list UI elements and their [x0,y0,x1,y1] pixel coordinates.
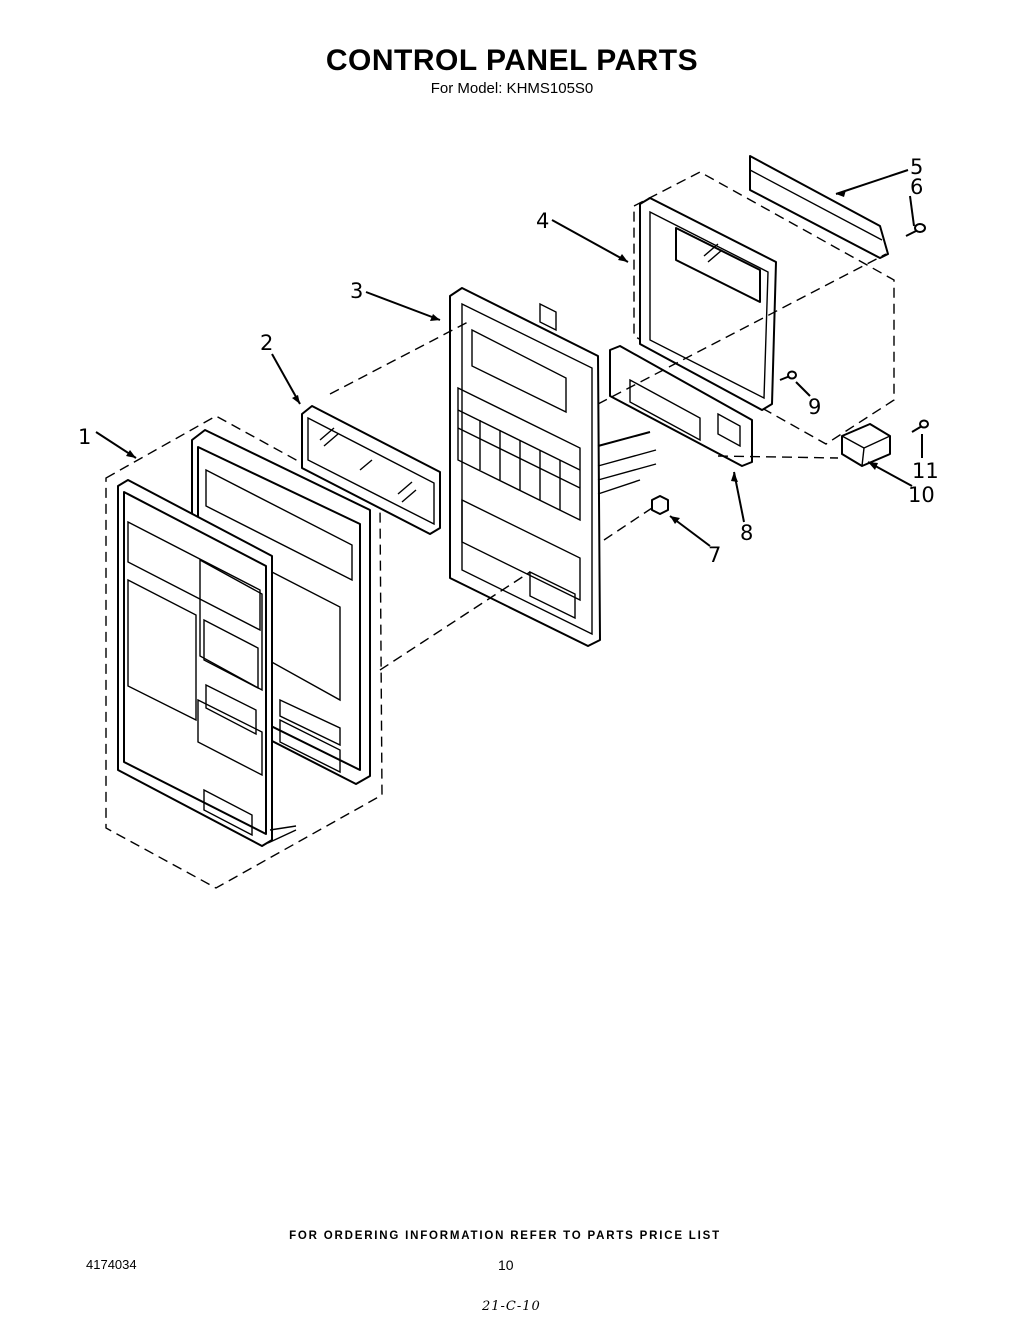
callout-6: 6 [910,175,923,199]
part-4-control-board [633,171,895,445]
callout-labels: 1 2 3 4 5 6 7 8 9 10 11 [78,155,939,567]
alignment-lines [329,253,887,671]
part-3-control-housing [449,287,657,647]
part-1-control-panel-frame [105,415,383,889]
model-subtitle: For Model: KHMS105S0 [430,80,594,97]
callout-1: 1 [78,425,91,449]
page-number: 10 [498,1257,514,1273]
ordering-note: FOR ORDERING INFORMATION REFER TO PARTS … [289,1230,721,1242]
callout-4: 4 [536,209,549,233]
part-8-mounting-bracket [609,345,753,467]
callout-9: 9 [808,395,821,419]
part-2-window-glass [301,405,441,535]
part-11-screw [911,419,929,433]
callout-8: 8 [740,521,753,545]
callout-7: 7 [708,543,721,567]
callout-5: 5 [910,155,923,179]
leader-lines [95,169,923,547]
handwritten-note: 21-C-10 [482,1299,541,1314]
part-6-screw [905,223,926,237]
part-7-nut [651,495,669,515]
callout-11: 11 [912,459,939,483]
document-number: 4174034 [86,1257,137,1272]
part-5-bracket [749,155,889,259]
callout-2: 2 [260,331,273,355]
part-9-screw [779,370,797,381]
part-10-connector [841,423,891,467]
page-title: CONTROL PANEL PARTS [325,44,699,77]
callout-3: 3 [350,279,363,303]
callout-10: 10 [908,483,935,507]
